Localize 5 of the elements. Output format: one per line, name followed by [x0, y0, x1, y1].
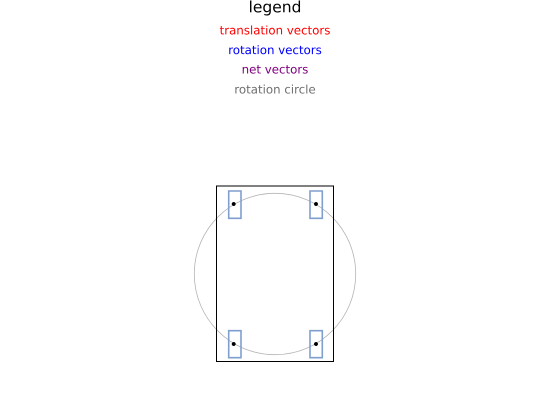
legend-entry: net vectors [242, 65, 308, 74]
legend-entry: translation vectors [220, 25, 330, 35]
legend-entry: rotation vectors [229, 45, 322, 54]
legend-title: legend [250, 0, 300, 16]
legend-entry: rotation circle [235, 84, 316, 94]
